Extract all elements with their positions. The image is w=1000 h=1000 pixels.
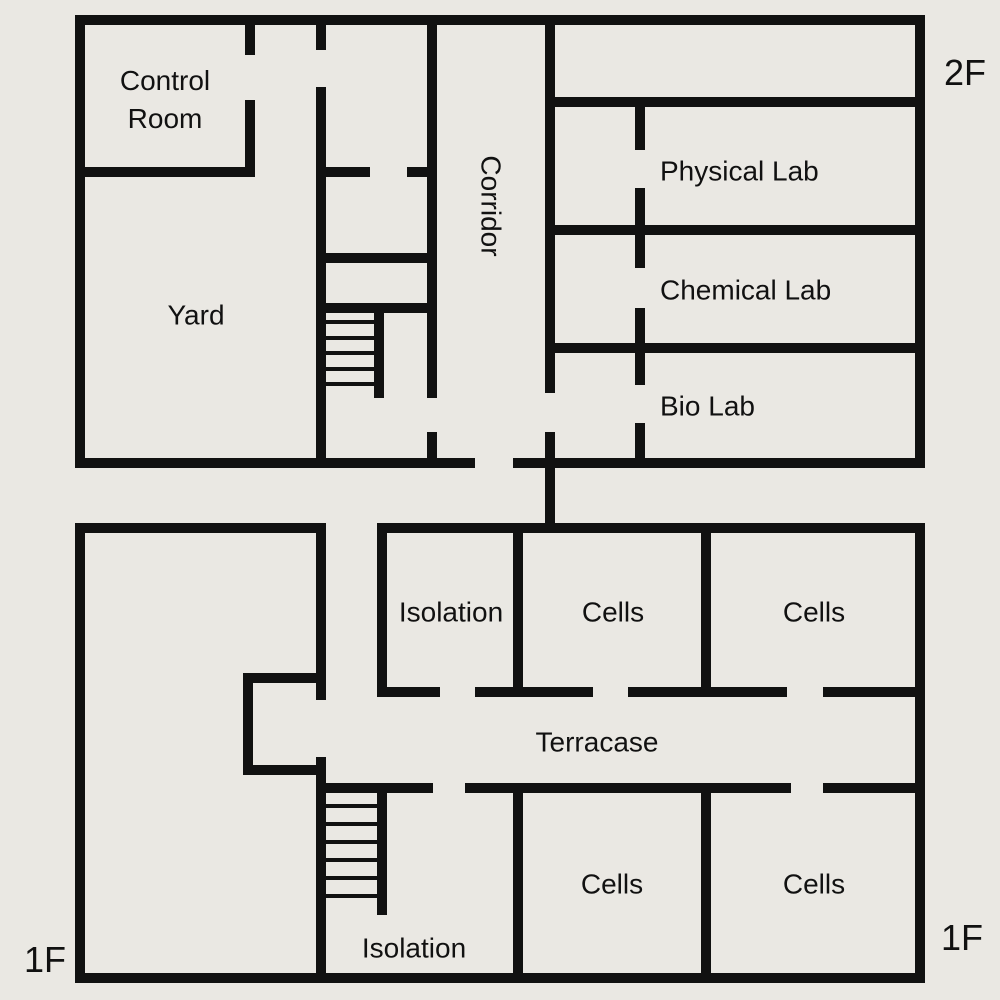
room-label-chemical-lab: Chemical Lab bbox=[660, 274, 832, 306]
stairs-1f bbox=[326, 804, 380, 898]
room-label-terrace: Terracase bbox=[535, 726, 659, 758]
room-label-cells-top-2: Cells bbox=[782, 596, 846, 628]
floor-label-2f: 2F bbox=[943, 52, 987, 93]
room-label-cells-bottom-2: Cells bbox=[782, 868, 846, 900]
room-label-bio-lab: Bio Lab bbox=[660, 390, 755, 422]
room-label-yard: Yard bbox=[167, 299, 225, 331]
floor-label-1f-right: 1F bbox=[940, 917, 984, 958]
room-label-isolation-top: Isolation bbox=[398, 596, 504, 628]
room-label-physical-lab: Physical Lab bbox=[660, 155, 819, 187]
room-label-cells-bottom-1: Cells bbox=[580, 868, 644, 900]
room-label-cells-top-1: Cells bbox=[581, 596, 645, 628]
walls-2f bbox=[75, 15, 925, 533]
room-label-control-room: Control Room bbox=[119, 65, 211, 134]
stairs-2f bbox=[326, 320, 377, 386]
walls-1f bbox=[75, 523, 925, 983]
room-label-isolation-bottom: Isolation bbox=[361, 932, 467, 964]
floor-label-1f-left: 1F bbox=[23, 939, 67, 980]
room-label-corridor: Corridor bbox=[475, 155, 507, 257]
